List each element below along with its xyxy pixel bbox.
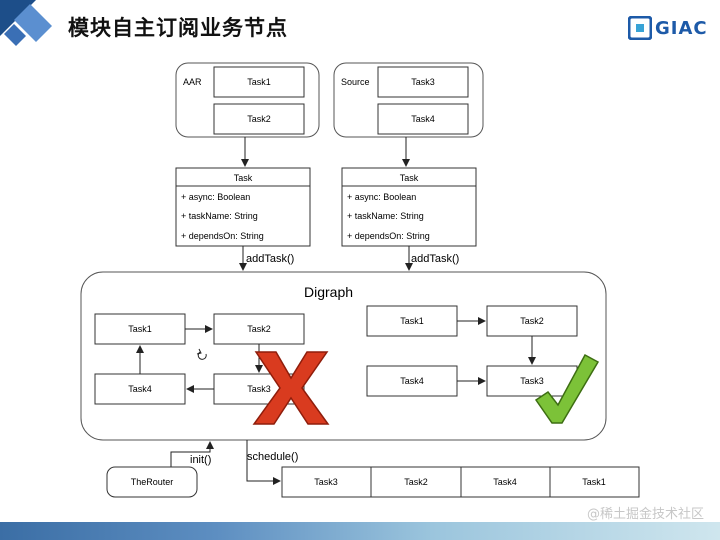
arrow-init	[170, 441, 214, 467]
addtask-left-label: addTask()	[246, 253, 294, 265]
class-right-name: Task	[400, 173, 419, 183]
class-box-left: Task + async: Boolean + taskName: String…	[175, 167, 311, 247]
queue-item: Task3	[314, 477, 338, 487]
therouter-label: TheRouter	[131, 477, 174, 487]
acyclic-task1-label: Task1	[400, 316, 424, 326]
giac-logo-text: GIAC	[655, 17, 708, 39]
source-task4-box	[377, 103, 469, 135]
cyclic-task4-label: Task4	[128, 384, 152, 394]
arrow-schedule	[246, 440, 281, 485]
aar-task2-box	[213, 103, 305, 135]
queue-item: Task4	[493, 477, 517, 487]
digraph-container	[80, 271, 607, 441]
bottom-band	[0, 522, 720, 540]
giac-logo-icon	[628, 16, 652, 40]
cyclic-task2-label: Task2	[247, 324, 271, 334]
acyclic-task2	[486, 305, 578, 337]
acyclic-task2-label: Task2	[520, 316, 544, 326]
giac-logo: GIAC	[628, 16, 708, 40]
init-label: init()	[190, 454, 211, 466]
cyclic-task2	[213, 313, 305, 345]
source-task3-box	[377, 66, 469, 98]
cross-mark-icon	[252, 351, 330, 425]
group-source-label: Source	[341, 77, 370, 87]
cycle-icon	[196, 348, 207, 360]
queue-item: Task1	[582, 477, 606, 487]
acyclic-task4-label: Task4	[400, 376, 424, 386]
task-queue: Task3 Task2 Task4 Task1	[281, 466, 640, 498]
schedule-label: schedule()	[247, 451, 298, 463]
acyclic-task3-label: Task3	[520, 376, 544, 386]
cyclic-task1-label: Task1	[128, 324, 152, 334]
addtask-right-label: addTask()	[411, 253, 459, 265]
class-left-name: Task	[234, 173, 253, 183]
class-left-field: + dependsOn: String	[181, 231, 264, 241]
acyclic-task3	[486, 365, 578, 397]
class-right-field: + async: Boolean	[347, 192, 416, 202]
queue-item: Task2	[404, 477, 428, 487]
source-task4-label: Task4	[411, 114, 435, 124]
cyclic-task4	[94, 373, 186, 405]
therouter-box	[106, 466, 198, 498]
check-mark-icon	[534, 353, 600, 424]
group-aar-label: AAR	[183, 77, 202, 87]
aar-task1-box	[213, 66, 305, 98]
class-left-field: + async: Boolean	[181, 192, 250, 202]
digraph-title: Digraph	[304, 284, 353, 300]
watermark: @稀土掘金技术社区	[586, 507, 704, 522]
aar-task1-label: Task1	[247, 77, 271, 87]
aar-task2-label: Task2	[247, 114, 271, 124]
class-right-field: + taskName: String	[347, 211, 424, 221]
class-box-right: Task + async: Boolean + taskName: String…	[341, 167, 477, 247]
corner-decoration	[0, 0, 60, 54]
class-right-field: + dependsOn: String	[347, 231, 430, 241]
source-task3-label: Task3	[411, 77, 435, 87]
cyclic-task3-label: Task3	[247, 384, 271, 394]
acyclic-task1	[366, 305, 458, 337]
class-left-field: + taskName: String	[181, 211, 258, 221]
cyclic-task1	[94, 313, 186, 345]
page-title: 模块自主订阅业务节点	[68, 16, 288, 40]
